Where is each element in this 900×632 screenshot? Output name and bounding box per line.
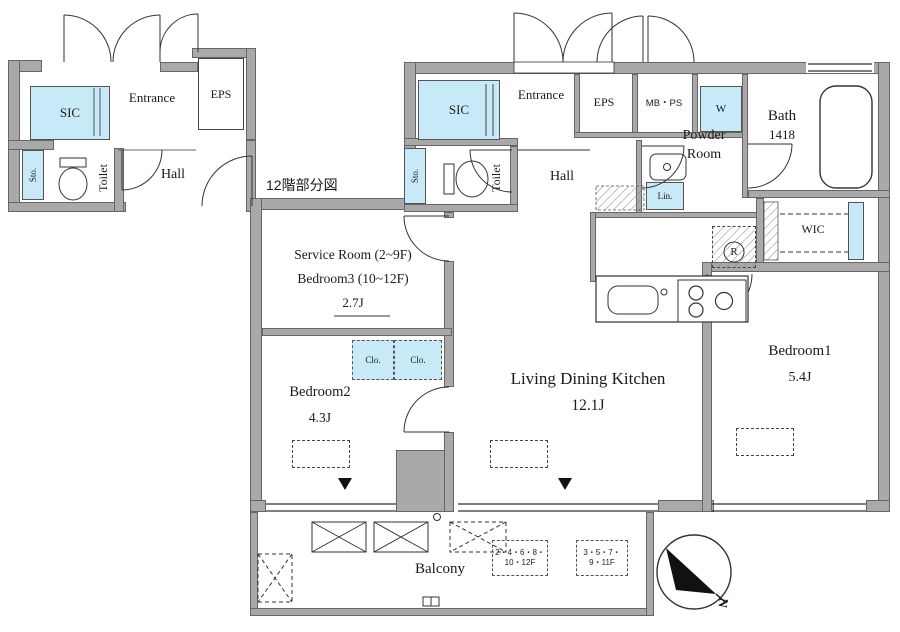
wall-powder-left bbox=[636, 140, 642, 218]
floor-tag-1: 2・4・6・8・ 10・12F bbox=[492, 540, 548, 576]
wall-ldk-west-stub bbox=[444, 212, 454, 218]
inset-wall-sic-bottom bbox=[8, 140, 54, 150]
wall-bedroom1-left-stub bbox=[702, 262, 712, 276]
washer-label: W bbox=[715, 103, 727, 115]
wall-ldk-west-a bbox=[444, 261, 454, 387]
eps-label: EPS bbox=[593, 95, 615, 110]
balcony-wall-right bbox=[646, 512, 654, 616]
closet2-box: Clo. bbox=[394, 340, 442, 380]
wall-bottom-corner-right bbox=[866, 500, 890, 512]
wall-step bbox=[250, 198, 414, 210]
kitchen-fixtures bbox=[595, 275, 749, 323]
balcony-wall-left bbox=[250, 512, 258, 616]
sic-label: SIC bbox=[448, 102, 470, 117]
wic-label: WIC bbox=[801, 222, 825, 237]
clo2-label: Clo. bbox=[410, 355, 426, 365]
service-room-label-1: Service Room (2~9F) bbox=[294, 246, 412, 262]
washer-box: W bbox=[700, 86, 742, 132]
service-room-size-label: 2.7J bbox=[342, 294, 364, 310]
inset-entrance-label: Entrance bbox=[128, 89, 176, 105]
clo1-label: Clo. bbox=[365, 355, 381, 365]
bath-size-label: 1418 bbox=[769, 126, 795, 142]
wall-bath-left bbox=[742, 74, 748, 198]
wall-wic-left bbox=[756, 198, 764, 270]
closet1-box: Clo. bbox=[352, 340, 394, 380]
wall-bottom-corner-left bbox=[250, 500, 266, 512]
inset-sic-label: SIC bbox=[59, 105, 81, 120]
bedroom2-furniture bbox=[292, 440, 350, 468]
sic-closet: SIC bbox=[418, 80, 500, 140]
service-room-label-2: Bedroom3 (10~12F) bbox=[297, 270, 409, 286]
wall-top bbox=[404, 62, 890, 74]
wall-toilet-bottom bbox=[404, 204, 518, 212]
floor-tag-2-line2: 9・11F bbox=[589, 558, 615, 567]
sto-label: Sto. bbox=[409, 168, 420, 184]
mbps-label: MB・PS bbox=[645, 97, 683, 109]
wall-service-bedroom2 bbox=[262, 328, 452, 336]
bath-label: Bath bbox=[767, 107, 797, 124]
wall-ldk-west-b bbox=[444, 432, 454, 512]
floor-tag-1-line1: 2・4・6・8・ bbox=[495, 548, 545, 557]
inset-toilet-fixture bbox=[58, 157, 88, 201]
fridge-label: R bbox=[730, 245, 738, 258]
wall-powder-bottom bbox=[594, 212, 760, 218]
fridge-space bbox=[712, 226, 756, 268]
bathtub-fixture bbox=[819, 85, 873, 189]
toilet-fixture bbox=[443, 160, 489, 198]
storage-box: Sto. bbox=[404, 148, 426, 204]
toilet-label: Toilet bbox=[489, 164, 504, 192]
inset-wall-eps-right bbox=[246, 48, 256, 140]
wall-toilet-right bbox=[510, 146, 518, 212]
hall-label: Hall bbox=[549, 169, 575, 185]
wall-right bbox=[878, 62, 890, 512]
bedroom2-label: Bedroom2 bbox=[289, 384, 351, 401]
bedroom1-furniture bbox=[736, 428, 794, 456]
wall-bath-bottom bbox=[748, 190, 890, 198]
powder-label-1: Powder bbox=[682, 128, 726, 144]
bedroom1-size-label: 5.4J bbox=[788, 370, 812, 386]
wall-kitchen-vert bbox=[590, 212, 596, 282]
linen-box: Lin. bbox=[646, 182, 684, 210]
wall-bottom-mid-chunk bbox=[658, 500, 714, 512]
window-markers bbox=[338, 478, 572, 490]
inset-wall-left bbox=[8, 60, 20, 212]
floor-tag-1-line2: 10・12F bbox=[504, 558, 536, 567]
inset-wall-toilet-hall bbox=[114, 148, 124, 212]
inset-hall-label: Hall bbox=[160, 167, 186, 183]
inset-eps-room: EPS bbox=[198, 58, 244, 130]
floor-tag-2-line1: 3・5・7・ bbox=[583, 548, 621, 557]
entrance-label: Entrance bbox=[517, 86, 565, 102]
wall-left-lower bbox=[250, 198, 262, 512]
wic-blue-strip bbox=[848, 202, 864, 260]
inset-wall-bottom bbox=[8, 202, 126, 212]
ldk-label: Living Dining Kitchen bbox=[510, 368, 666, 388]
inset-storage: Sto. bbox=[22, 150, 44, 200]
ldk-furniture bbox=[490, 440, 548, 468]
bedroom2-size-label: 4.3J bbox=[308, 409, 332, 425]
inset-eps-label: EPS bbox=[210, 86, 232, 101]
ldk-size-label: 12.1J bbox=[571, 397, 605, 415]
inset-wall-top-mid bbox=[160, 62, 198, 72]
balcony-label: Balcony bbox=[415, 560, 465, 577]
inset-toilet-label: Toilet bbox=[96, 164, 111, 192]
lin-label: Lin. bbox=[657, 191, 673, 201]
compass-north-label: N bbox=[715, 597, 732, 610]
bedroom1-label: Bedroom1 bbox=[768, 342, 832, 359]
inset-caption: 12階部分図 bbox=[266, 177, 338, 194]
inset-sto-label: Sto. bbox=[27, 167, 38, 183]
balcony-wall-bottom bbox=[250, 608, 654, 616]
inset-sic-closet: SIC bbox=[30, 86, 110, 140]
floor-tag-2: 3・5・7・ 9・11F bbox=[576, 540, 628, 576]
powder-label-2: Room bbox=[686, 147, 722, 163]
